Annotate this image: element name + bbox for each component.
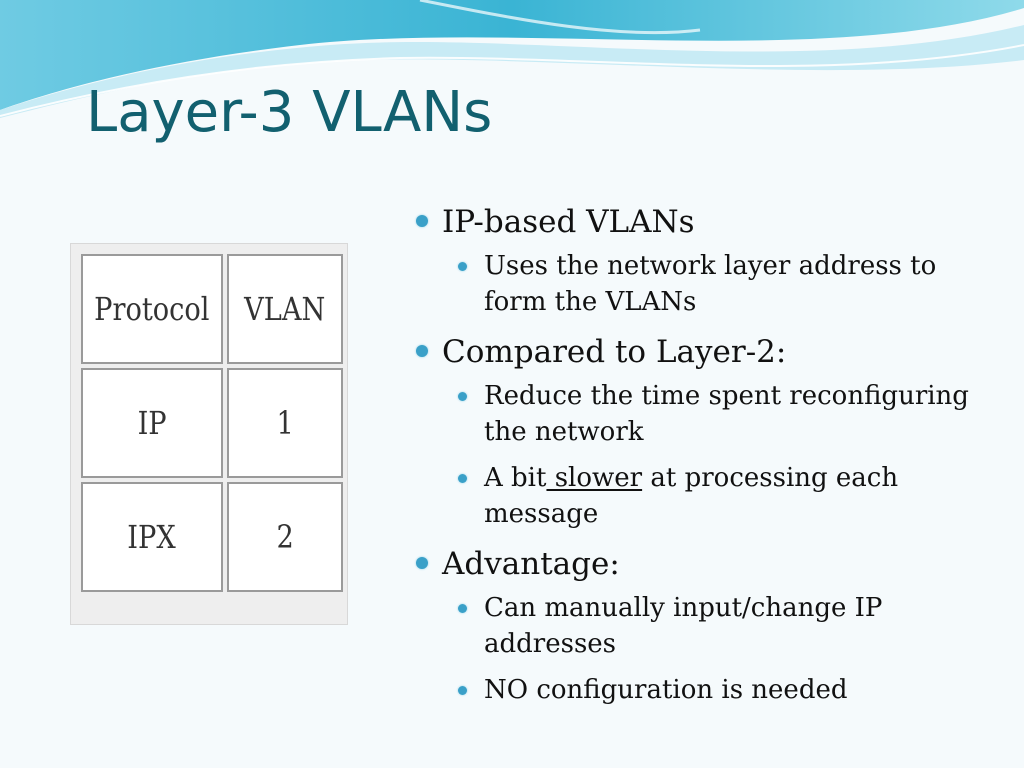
sub-bullet-text: NO configuration is needed [484, 675, 848, 705]
bullet-dot-icon [416, 215, 428, 227]
table-cell: 1 [226, 368, 343, 478]
table-header-cell: VLAN [226, 254, 343, 364]
emphasized-word: slower [546, 463, 643, 493]
protocol-vlan-table-figure: Protocol VLAN IP 1 IPX 2 [70, 243, 348, 625]
bullet-text: IP-based VLANs [442, 204, 695, 240]
cell-text: 2 [276, 518, 294, 556]
bullet-item: Advantage: [412, 542, 1002, 586]
bullet-dot-icon [458, 262, 467, 271]
bullet-dot-icon [416, 345, 428, 357]
sub-bullet-text: Uses the network layer address to form t… [484, 251, 937, 317]
table-cell: 2 [226, 482, 343, 592]
protocol-vlan-table: Protocol VLAN IP 1 IPX 2 [77, 250, 347, 596]
bullet-text: Advantage: [442, 546, 620, 582]
header-wave-decoration [0, 0, 1024, 118]
bullet-list: IP-based VLANs Uses the network layer ad… [412, 200, 1002, 718]
table-row: IPX 2 [81, 482, 343, 592]
table-cell: IP [81, 368, 223, 478]
table-row: Protocol VLAN [81, 254, 343, 364]
sub-bullet-text: Can manually input/change IP addresses [484, 593, 883, 659]
bullet-text: Compared to Layer-2: [442, 334, 787, 370]
slide-title: Layer-3 VLANs [86, 80, 493, 145]
sub-bullet-item: Reduce the time spent reconfiguring the … [412, 378, 1002, 450]
sub-bullet-text-suffix: at processing each message [484, 463, 899, 529]
bullet-dot-icon [458, 686, 467, 695]
bullet-item: IP-based VLANs [412, 200, 1002, 244]
sub-bullet-text-prefix: A bit [484, 463, 547, 493]
cell-text: IP [137, 404, 167, 442]
sub-bullet-item: Can manually input/change IP addresses [412, 590, 1002, 662]
cell-text: Protocol [94, 290, 210, 328]
sub-bullet-text: Reduce the time spent reconfiguring the … [484, 381, 969, 447]
bullet-dot-icon [416, 557, 428, 569]
table-cell: IPX [81, 482, 223, 592]
bullet-item: Compared to Layer-2: [412, 330, 1002, 374]
sub-bullet-item: NO configuration is needed [412, 672, 1002, 708]
cell-text: VLAN [244, 290, 326, 328]
bullet-dot-icon [458, 604, 467, 613]
cell-text: IPX [127, 518, 177, 556]
table-header-cell: Protocol [81, 254, 223, 364]
cell-text: 1 [276, 404, 294, 442]
bullet-dot-icon [458, 474, 467, 483]
bullet-dot-icon [458, 392, 467, 401]
sub-bullet-item: Uses the network layer address to form t… [412, 248, 1002, 320]
table-row: IP 1 [81, 368, 343, 478]
sub-bullet-item: A bit slower at processing each message [412, 460, 1002, 532]
